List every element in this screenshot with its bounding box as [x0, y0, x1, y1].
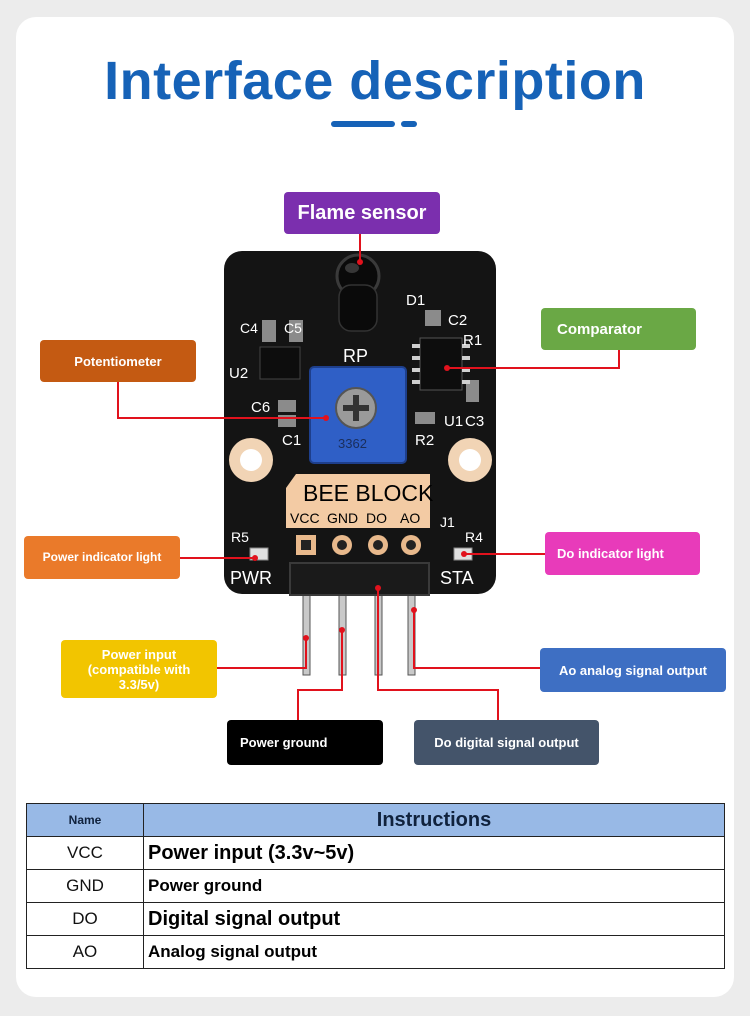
silk-rp: RP — [343, 346, 368, 366]
silk-j1: J1 — [440, 514, 455, 530]
silk-r2: R2 — [415, 432, 434, 449]
table-row: VCC Power input (3.3v~5v) — [26, 836, 725, 870]
pin-label-do: DO — [366, 510, 387, 526]
row-instruction: Power input (3.3v~5v) — [143, 836, 725, 870]
row-name: VCC — [26, 836, 144, 870]
silk-u1: U1 — [444, 413, 463, 430]
col-header-name: Name — [26, 803, 144, 837]
title-underline-dot — [401, 121, 417, 127]
u2-chip — [259, 346, 301, 380]
silk-c6: C6 — [251, 399, 270, 416]
pin-label-ao: AO — [400, 510, 420, 526]
row-name: DO — [26, 902, 144, 936]
silk-c4: C4 — [240, 320, 258, 336]
silk-pwr: PWR — [230, 568, 272, 588]
table-row: DO Digital signal output — [26, 902, 725, 936]
title-underline — [331, 121, 395, 127]
label-do-indicator: Do indicator light — [545, 532, 700, 575]
potentiometer-code: 3362 — [338, 436, 367, 451]
label-comparator: Comparator — [541, 308, 696, 350]
silk-c3: C3 — [465, 413, 484, 430]
brand-plate — [286, 474, 430, 528]
silk-u2: U2 — [229, 365, 248, 382]
col-header-instructions: Instructions — [143, 803, 725, 837]
pin-header-housing — [289, 562, 430, 596]
comparator-chip — [419, 337, 463, 391]
table-row: AO Analog signal output — [26, 935, 725, 969]
silk-r1: R1 — [463, 332, 482, 349]
row-name: GND — [26, 869, 144, 903]
pin-label-vcc: VCC — [290, 510, 320, 526]
label-flame-sensor: Flame sensor — [284, 192, 440, 234]
row-instruction: Digital signal output — [143, 902, 725, 936]
row-instruction: Analog signal output — [143, 935, 725, 969]
pin-label-gnd: GND — [327, 510, 358, 526]
silk-d1: D1 — [406, 292, 425, 309]
pin-pads — [296, 535, 421, 555]
silk-c1: C1 — [282, 432, 301, 449]
callout-lines — [117, 234, 620, 720]
silk-r5: R5 — [231, 529, 249, 545]
label-potentiometer: Potentiometer — [40, 340, 196, 382]
label-do-output: Do digital signal output — [414, 720, 599, 765]
label-power-input: Power input (compatible with 3.3/5v) — [61, 640, 217, 698]
label-ao-output: Ao analog signal output — [540, 648, 726, 692]
brand-text: BEE BLOCK — [303, 480, 434, 506]
silk-r4: R4 — [465, 529, 483, 545]
row-name: AO — [26, 935, 144, 969]
table-header-row: Name Instructions — [26, 803, 725, 837]
page-title: Interface description — [104, 51, 646, 111]
pin-spec-table: Name Instructions VCC Power input (3.3v~… — [26, 803, 725, 969]
silk-c5: C5 — [284, 320, 302, 336]
table-row: GND Power ground — [26, 869, 725, 903]
row-instruction: Power ground — [143, 869, 725, 903]
silk-sta: STA — [440, 568, 474, 588]
label-power-ground: Power ground — [227, 720, 383, 765]
label-power-indicator: Power indicator light — [24, 536, 180, 579]
silk-c2: C2 — [448, 312, 467, 329]
